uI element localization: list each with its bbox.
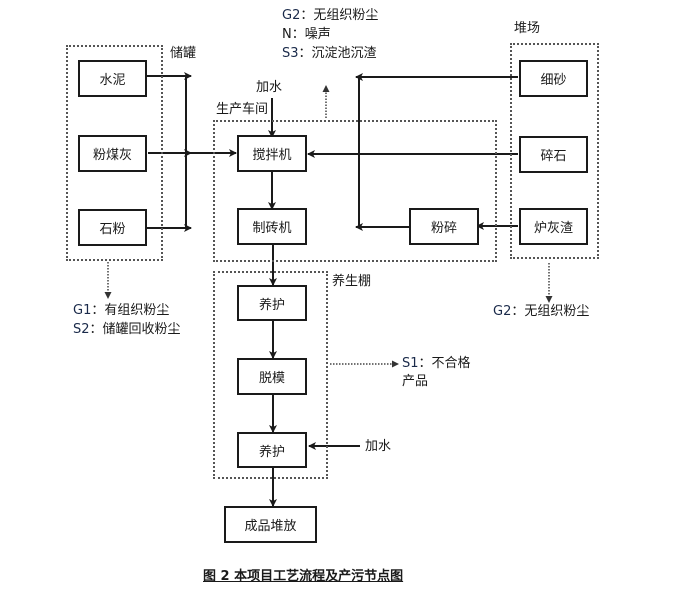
input-label-add-water-mixer: 加水 [256,80,283,95]
node-fine-sand: 细砂 [519,60,588,97]
node-curing-1: 养护 [237,285,307,321]
pollutant-stockyard-g2: G2：无组织粉尘 [493,304,590,319]
pollutant-workshop-n: N：噪声 [282,27,331,42]
node-finished-storage: 成品堆放 [224,506,317,543]
pollutant-workshop-g2: G2：无组织粉尘 [282,8,379,23]
input-label-add-water-curing: 加水 [365,439,392,454]
node-demolding: 脱模 [237,358,307,395]
group-workshop [213,120,497,262]
pollutant-workshop-s3: S3：沉淀池沉渣 [282,46,377,61]
node-crushing: 粉碎 [409,208,479,245]
node-crushed-stone: 碎石 [519,136,588,173]
group-curing-shed [213,271,328,479]
group-storage-tanks [66,45,163,261]
group-label-curing-shed: 养生棚 [332,274,372,289]
node-fly-ash: 粉煤灰 [78,135,147,172]
node-cement: 水泥 [78,60,147,97]
pollutant-demold-s1: S1：不合格 [402,356,471,371]
node-mixer: 搅拌机 [237,135,307,172]
pollutant-demold-s1-line2: 产品 [402,374,429,389]
node-stone-powder: 石粉 [78,209,147,246]
group-stockyard [510,43,599,259]
group-label-workshop: 生产车间 [216,102,269,117]
node-brick-machine: 制砖机 [237,208,307,245]
pollutant-storage-g1: G1：有组织粉尘 [73,303,170,318]
figure-caption: 图 2 本项目工艺流程及产污节点图 [203,569,404,584]
node-furnace-slag: 炉灰渣 [519,208,588,245]
pollutant-storage-s2: S2：储罐回收粉尘 [73,322,181,337]
group-label-stockyard: 堆场 [514,21,541,36]
node-curing-2: 养护 [237,432,307,468]
group-label-storage-tanks: 储罐 [170,46,197,61]
